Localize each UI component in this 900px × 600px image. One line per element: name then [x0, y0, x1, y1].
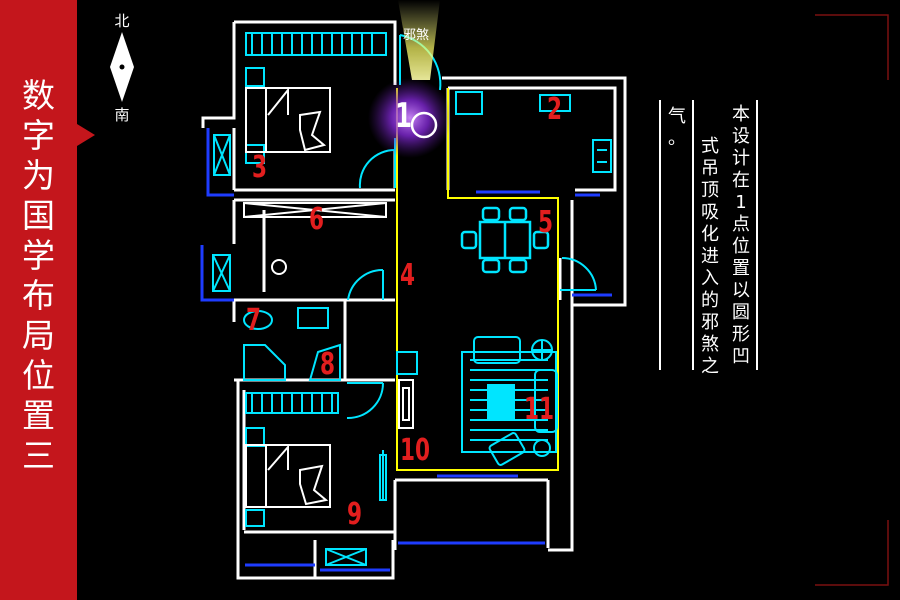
dining-set [460, 206, 550, 274]
room-number-1: 1 [395, 96, 413, 136]
room-number-6: 6 [309, 202, 325, 237]
evil-spirit-label: 邪煞 [403, 28, 430, 43]
note-char: 设 [732, 126, 750, 147]
note-char: 本 [732, 104, 750, 125]
note-char: 圆 [732, 302, 750, 323]
title-char: 为 [22, 156, 55, 195]
title-char: 字 [22, 116, 55, 155]
note-char: 1 [735, 192, 747, 213]
room-number-5: 5 [538, 205, 554, 240]
note-char: 以 [732, 280, 750, 301]
note-char: 之 [701, 356, 719, 377]
title-char: 局 [22, 316, 55, 355]
note-char: 位 [732, 236, 750, 257]
title-char: 位 [22, 356, 55, 395]
note-char: 凹 [732, 346, 750, 367]
note-column-middle: 式 吊 顶 吸 化 进 入 的 邪 煞 之 [694, 136, 726, 402]
sofa-set [461, 336, 558, 466]
room-number-2: 2 [547, 92, 563, 127]
room-number-4: 4 [400, 258, 416, 293]
compass-south-label: 南 [114, 106, 130, 124]
room-number-10: 10 [400, 433, 431, 468]
note-divider [659, 100, 661, 370]
note-char: 吸 [701, 202, 719, 223]
note-char: 邪 [701, 312, 719, 333]
title-char: 学 [22, 236, 55, 275]
note-column-left: 气 。 [661, 106, 693, 372]
note-char: 吊 [701, 158, 719, 179]
note-char: 点 [732, 214, 750, 235]
living-zone-outline [396, 88, 559, 471]
note-char: 顶 [701, 180, 719, 201]
room-number-11: 11 [524, 392, 555, 427]
bed-bottom [245, 444, 331, 508]
compass: 北 南 [100, 8, 144, 126]
note-char: 的 [701, 290, 719, 311]
title-char: 布 [22, 276, 55, 315]
note-char: 在 [732, 170, 750, 191]
frame-decoration [815, 14, 889, 586]
compass-north-label: 北 [114, 12, 130, 30]
window-units [212, 134, 367, 566]
note-char: 计 [732, 148, 750, 169]
bathroom-fixtures [243, 307, 341, 381]
title-char: 置 [22, 396, 55, 435]
note-divider [692, 100, 694, 370]
note-column-right: 本 设 计 在 1 点 位 置 以 圆 形 凹 [725, 104, 757, 370]
sidebar-title: 数 字 为 国 学 布 局 位 置 三 [0, 76, 77, 476]
room-number-9: 9 [347, 497, 363, 532]
kitchen-furniture [455, 91, 612, 173]
bed-top [245, 87, 331, 153]
walls [201, 20, 627, 580]
title-char: 三 [22, 436, 55, 475]
tv-cabinet [396, 351, 418, 429]
evil-spirit-effect [368, 0, 452, 158]
note-char: 化 [701, 224, 719, 245]
sidebar-pointer [77, 124, 95, 146]
windows [200, 128, 612, 572]
note-divider [756, 100, 758, 370]
note-char: 入 [701, 268, 719, 289]
room-number-3: 3 [252, 150, 268, 185]
room6-fixtures [243, 202, 387, 275]
room-number-8: 8 [320, 347, 336, 382]
title-char: 国 [22, 196, 55, 235]
room-number-7: 7 [246, 303, 262, 338]
bedroom-top-furniture [245, 32, 387, 164]
note-char: 。 [668, 128, 686, 149]
note-char: 形 [732, 324, 750, 345]
title-char: 数 [22, 76, 55, 115]
sidebar: 数 字 为 国 学 布 局 位 置 三 [0, 0, 77, 600]
note-char: 进 [701, 246, 719, 267]
note-char: 气 [668, 106, 686, 127]
note-char: 置 [732, 258, 750, 279]
compass-needle-icon [110, 32, 134, 102]
note-char: 煞 [701, 334, 719, 355]
note-char: 式 [701, 136, 719, 157]
